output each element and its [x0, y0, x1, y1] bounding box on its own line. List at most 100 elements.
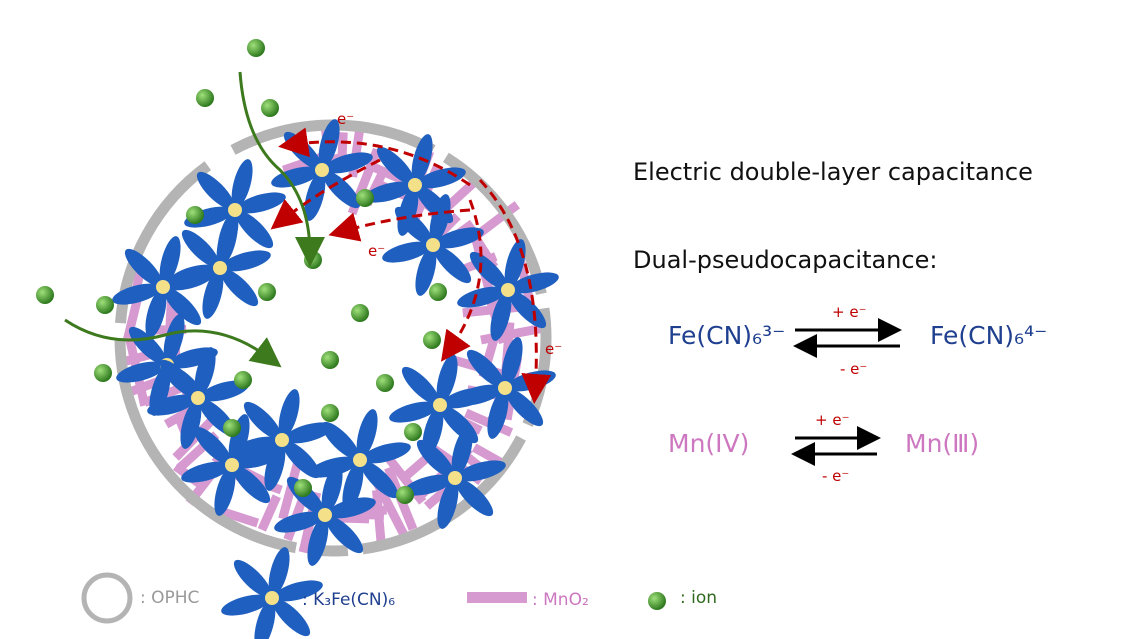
star-petal [233, 559, 272, 598]
star-petal [163, 314, 185, 363]
star-center [275, 433, 289, 447]
ion-ball [36, 286, 54, 304]
star-petal [318, 119, 340, 168]
star-petal [321, 421, 360, 460]
star-petal [442, 387, 491, 409]
mn-reverse: - e⁻ [822, 467, 850, 485]
ion-ball [351, 304, 369, 322]
star-petal [435, 227, 484, 249]
ions [36, 39, 447, 504]
fe-right: Fe(CN)₆⁴⁻ [930, 321, 1048, 350]
legend-k3fecn6: : K₃Fe(CN)₆ [302, 590, 396, 610]
electron-label: e⁻ [545, 340, 563, 358]
star-petal [278, 389, 300, 438]
star-petal [202, 270, 224, 319]
star-petal [401, 366, 440, 405]
ion-ball [321, 351, 339, 369]
fe-left: Fe(CN)₆³⁻ [668, 321, 786, 350]
star-petal [284, 422, 333, 444]
star-petal [415, 247, 437, 296]
k3fecn6-star-icon [309, 409, 411, 511]
star-petal [232, 465, 271, 504]
star-center [426, 238, 440, 252]
ion-ball [321, 404, 339, 422]
star-center [318, 508, 332, 522]
star-center [498, 381, 512, 395]
legend-mno2: : MnO₂ [532, 590, 589, 610]
star-petal [417, 167, 466, 189]
electron-path-arrow [328, 208, 471, 242]
star-petal [272, 598, 311, 637]
star-petal [404, 474, 453, 496]
star-petal [322, 170, 361, 209]
star-petal [231, 436, 280, 458]
k3fecn6-star-icon [382, 194, 484, 296]
star-petal [457, 460, 506, 482]
star-petal [254, 600, 276, 639]
ion-ball [404, 423, 422, 441]
star-petal [360, 460, 399, 499]
star-petal [222, 250, 271, 272]
k3fecn6-star-icon [112, 236, 214, 338]
star-petal [234, 447, 283, 469]
dual-label: Dual-pseudocapacitance: [633, 246, 938, 274]
star-petal [325, 515, 364, 554]
star-petal [376, 146, 415, 185]
star-petal [235, 210, 274, 249]
star-petal [128, 326, 167, 365]
legend-symbols [81, 547, 666, 639]
star-center [228, 203, 242, 217]
ion-ball [247, 39, 265, 57]
k3fecn6-star-icon [231, 389, 333, 491]
star-petal [181, 461, 230, 483]
star-petal [362, 442, 411, 464]
star-petal [324, 152, 373, 174]
electron-paths [270, 127, 552, 404]
star-petal [342, 462, 364, 511]
star-petal [437, 480, 459, 529]
star-petal [455, 478, 494, 517]
star-petal [382, 241, 431, 263]
star-center [213, 261, 227, 275]
ophc-ring-segment [361, 435, 526, 555]
star-center [448, 471, 462, 485]
ion-flow-arrow [64, 318, 282, 368]
star-center [433, 398, 447, 412]
electron-path-arrow [478, 178, 552, 404]
star-petal [307, 517, 329, 566]
mn-left: Mn(IV) [668, 429, 750, 458]
ion-ball [376, 374, 394, 392]
star-petal [274, 511, 323, 533]
star-center [408, 178, 422, 192]
k3fecn6-star-icon [404, 427, 506, 529]
star-petal [490, 292, 512, 341]
star-petal [364, 181, 413, 203]
reaction-arrows [791, 318, 902, 466]
star-petal [145, 289, 167, 338]
ion-ball [429, 283, 447, 301]
ion-flow-arrows [64, 71, 325, 368]
star-petal [505, 388, 544, 427]
star-petal [327, 497, 376, 519]
star-petal [231, 159, 253, 208]
electron-path-arrow [440, 199, 483, 362]
ion-ball [96, 296, 114, 314]
star-petal [321, 464, 343, 513]
star-petal [116, 361, 165, 383]
star-petal [193, 426, 232, 465]
mno2-bar [257, 494, 281, 532]
star-petal [389, 401, 438, 423]
star-petal [436, 354, 458, 403]
star-petal [510, 272, 559, 294]
star-petal [451, 427, 473, 476]
legend-ball-icon [648, 592, 666, 610]
electron-path-arrow [278, 127, 471, 187]
star-petal [181, 229, 220, 268]
star-petal [147, 394, 196, 416]
legend-ophc: : OPHC [140, 588, 200, 608]
star-center [191, 391, 205, 405]
star-center [265, 591, 279, 605]
star-petal [165, 269, 214, 291]
star-petal [416, 439, 455, 478]
